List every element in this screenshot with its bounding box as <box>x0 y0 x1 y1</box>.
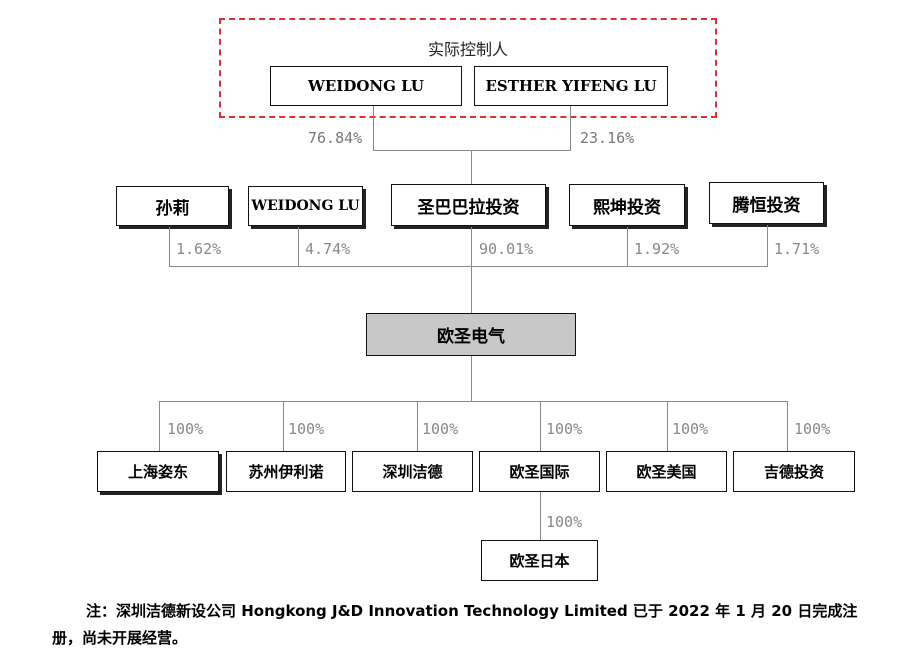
shareholder-santa-barbara-investment: 圣巴巴拉投资 <box>391 184 546 226</box>
share-label: 1.62% <box>176 240 222 258</box>
connector-line <box>471 150 472 184</box>
connector-line <box>471 227 472 267</box>
connector-line <box>159 401 787 402</box>
actual-controller-frame <box>219 18 717 118</box>
footnote: 注：深圳洁德新设公司 Hongkong J&D Innovation Techn… <box>52 602 858 647</box>
share-label: 4.74% <box>305 240 351 258</box>
connector-line <box>627 227 628 267</box>
share-label: 23.16% <box>580 129 635 147</box>
shareholder-tengheng-investment: 腾恒投资 <box>709 182 824 224</box>
share-label: 100% <box>422 420 459 438</box>
shareholder-sunli: 孙莉 <box>116 186 229 226</box>
share-label: 76.84% <box>308 129 363 147</box>
connector-line <box>169 227 170 267</box>
company-ousheng-electric: 欧圣电气 <box>366 313 576 356</box>
connector-line <box>159 401 160 451</box>
connector-line <box>767 225 768 267</box>
controller-esther-yifeng-lu: ESTHER YIFENG LU <box>474 66 668 106</box>
share-label: 90.01% <box>479 240 534 258</box>
subsidiary-ousheng-international: 欧圣国际 <box>479 451 600 492</box>
connector-line <box>471 266 472 314</box>
connector-line <box>787 401 788 451</box>
connector-line <box>570 106 571 150</box>
connector-line <box>373 106 374 150</box>
connector-line <box>373 150 571 151</box>
controller-weidong-lu: WEIDONG LU <box>270 66 462 106</box>
share-label: 1.71% <box>774 240 820 258</box>
shareholder-weidong-lu: WEIDONG LU <box>248 186 363 226</box>
share-label: 100% <box>794 420 831 438</box>
subsidiary-suzhou-yilinuo: 苏州伊利诺 <box>226 451 346 492</box>
share-label: 100% <box>546 420 583 438</box>
share-label: 100% <box>167 420 204 438</box>
subsidiary-jide-investment: 吉德投资 <box>733 451 855 492</box>
share-label: 100% <box>546 513 583 531</box>
share-label: 100% <box>672 420 709 438</box>
connector-line <box>298 227 299 267</box>
shareholder-xikun-investment: 熙坤投资 <box>569 184 685 226</box>
connector-line <box>540 401 541 451</box>
actual-controller-title: 实际控制人 <box>427 40 508 59</box>
subsidiary-ousheng-japan: 欧圣日本 <box>481 540 598 581</box>
subsidiary-ousheng-usa: 欧圣美国 <box>606 451 727 492</box>
connector-line <box>283 401 284 451</box>
connector-line <box>471 356 472 402</box>
connector-line <box>667 401 668 451</box>
connector-line <box>169 266 768 267</box>
connector-line <box>540 492 541 540</box>
subsidiary-shenzhen-jiede: 深圳洁德 <box>352 451 473 492</box>
subsidiary-shanghai-zidong: 上海姿东 <box>97 451 219 492</box>
connector-line <box>417 401 418 451</box>
share-label: 1.92% <box>634 240 680 258</box>
share-label: 100% <box>288 420 325 438</box>
